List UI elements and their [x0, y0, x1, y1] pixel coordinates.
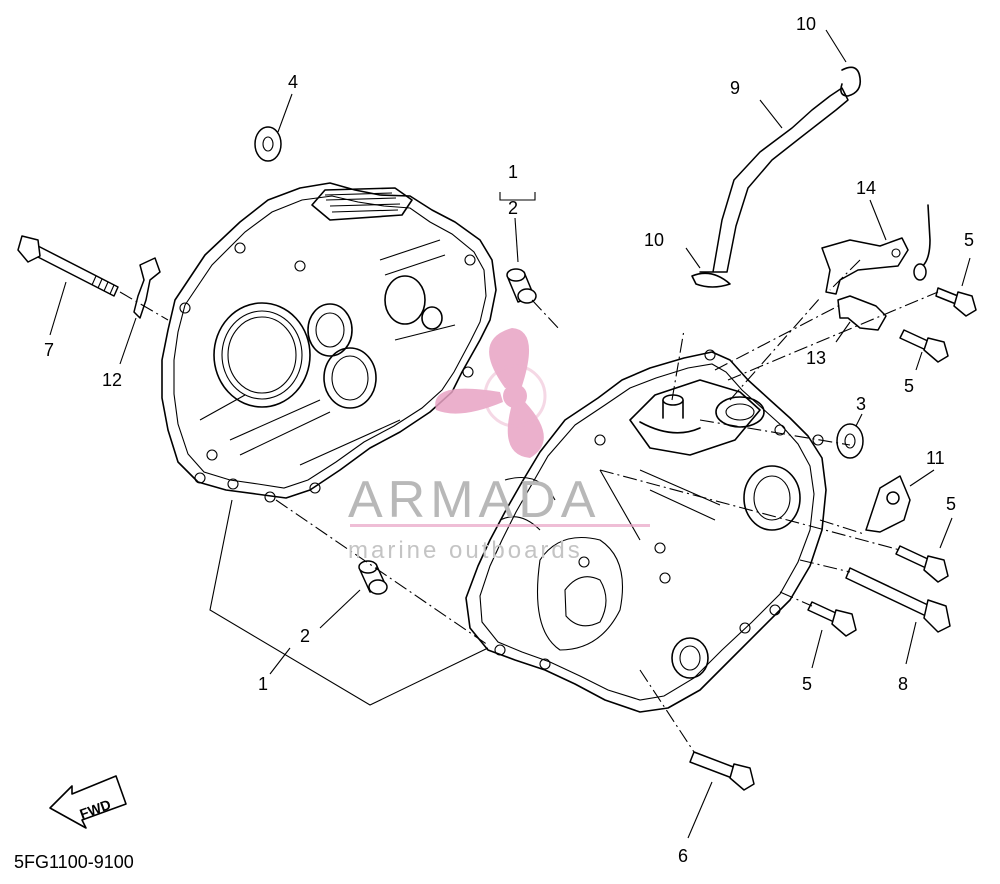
bolt-5-c [895, 545, 949, 583]
right-crankcase [465, 349, 827, 713]
callout-10-top: 10 [796, 14, 816, 34]
clamp-part-12 [133, 257, 161, 319]
callout-3: 3 [856, 394, 866, 414]
callout-9: 9 [730, 78, 740, 98]
bolt-part-8 [845, 567, 951, 633]
bolt-part-6 [689, 751, 755, 791]
callout-2-bottom: 2 [300, 626, 310, 646]
fwd-arrow: FWD [49, 775, 127, 829]
watermark-tagline: marine outboards [348, 537, 583, 564]
dowel-pin-top [506, 268, 537, 304]
watermark: ARMADA marine outboards [348, 328, 650, 564]
washer-part-3 [836, 423, 864, 459]
callout-10-mid: 10 [644, 230, 664, 250]
callout-5-d: 5 [802, 674, 812, 694]
long-bolt-part-7 [17, 235, 119, 297]
callout-14: 14 [856, 178, 876, 198]
bolt-5-b [899, 329, 949, 363]
hose-clip-top [840, 66, 862, 97]
callout-8: 8 [898, 674, 908, 694]
callout-7: 7 [44, 340, 54, 360]
callout-12: 12 [102, 370, 122, 390]
washer-part-4 [254, 126, 282, 162]
hose-clip-mid [691, 272, 731, 288]
callout-4: 4 [288, 72, 298, 92]
callout-11: 11 [926, 448, 945, 468]
clamp-part-13 [837, 295, 887, 331]
callout-2-top: 2 [508, 198, 518, 218]
dowel-pin-bottom [358, 560, 388, 595]
callout-5-b: 5 [904, 376, 914, 396]
callouts: 4 1 2 7 12 2 1 10 9 10 14 5 13 5 3 11 5 … [44, 14, 974, 866]
breather-hose-part-9 [699, 87, 849, 273]
callout-1-top: 1 [508, 162, 518, 182]
leader-lines [49, 29, 971, 839]
bolt-5-a [935, 287, 977, 317]
propeller-logo [435, 328, 547, 458]
diagram-code: 5FG1100-9100 [14, 852, 134, 872]
bracket-part-14 [821, 204, 931, 295]
bolt-5-d [807, 601, 857, 637]
callout-5-a: 5 [964, 230, 974, 250]
plate-part-11 [865, 475, 911, 533]
left-crankcase [161, 182, 497, 503]
callout-5-c: 5 [946, 494, 956, 514]
fwd-label: FWD [77, 796, 112, 822]
callout-6: 6 [678, 846, 688, 866]
watermark-brand: ARMADA [348, 471, 600, 529]
callout-13: 13 [806, 348, 826, 368]
callout-1-bottom: 1 [258, 674, 268, 694]
assembly-lines [119, 259, 939, 753]
watermark-underline [350, 524, 650, 527]
